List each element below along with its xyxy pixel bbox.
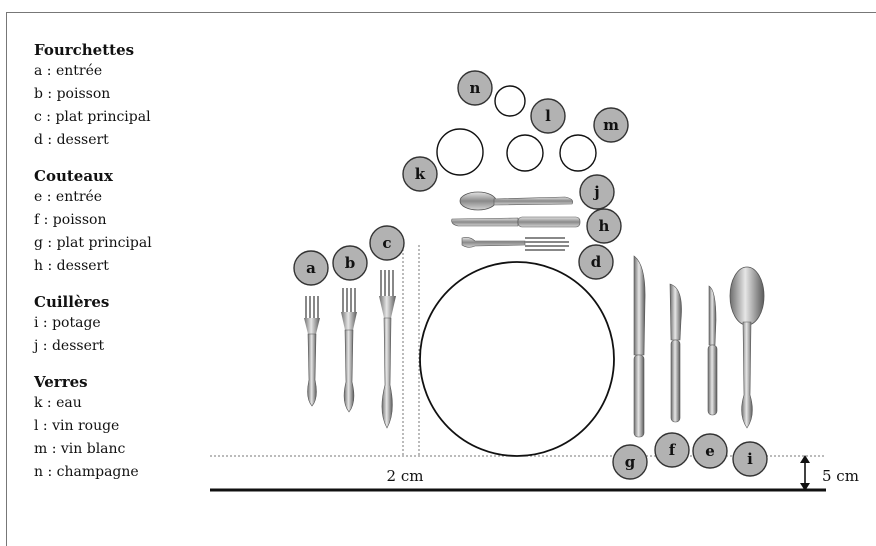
badge-l: l	[531, 99, 565, 133]
fork-icon	[304, 296, 320, 406]
svg-text:m: m	[603, 116, 619, 134]
svg-text:a: a	[306, 259, 316, 277]
measurement-edge-gap: 5 cm	[822, 467, 859, 485]
badge-g: g	[613, 445, 647, 479]
badge-d: d	[579, 245, 613, 279]
badge-h: h	[587, 209, 621, 243]
svg-text:d: d	[591, 253, 602, 271]
svg-text:c: c	[382, 234, 391, 252]
svg-text:l: l	[545, 107, 551, 125]
dessert-fork-icon	[462, 237, 569, 251]
red-wine-glass	[507, 135, 543, 171]
badge-a: a	[294, 251, 328, 285]
badge-m: m	[594, 108, 628, 142]
spoon-icon	[730, 267, 764, 428]
fork-icon	[341, 288, 357, 412]
plate	[420, 262, 614, 456]
water-glass	[437, 129, 483, 175]
badge-n: n	[458, 71, 492, 105]
double-arrow-icon	[800, 455, 810, 491]
champagne-glass	[495, 86, 525, 116]
dessert-spoon-icon	[460, 192, 573, 210]
badge-j: j	[580, 175, 614, 209]
badge-e: e	[693, 434, 727, 468]
svg-text:k: k	[415, 165, 426, 183]
svg-text:g: g	[625, 453, 636, 471]
svg-text:b: b	[345, 254, 356, 272]
badge-f: f	[655, 433, 689, 467]
badge-b: b	[333, 246, 367, 280]
dessert-knife-icon	[452, 217, 580, 227]
svg-text:i: i	[747, 450, 753, 468]
knife-icon	[708, 286, 717, 415]
badge-c: c	[370, 226, 404, 260]
svg-text:h: h	[599, 217, 610, 235]
knife-icon	[634, 256, 645, 437]
svg-text:e: e	[705, 442, 715, 460]
measurement-side-gap: 2 cm	[387, 467, 424, 485]
badge-i: i	[733, 442, 767, 476]
white-wine-glass	[560, 135, 596, 171]
badge-k: k	[403, 157, 437, 191]
fork-icon	[379, 270, 396, 428]
svg-text:j: j	[592, 183, 599, 201]
knife-icon	[670, 284, 682, 422]
svg-text:n: n	[470, 79, 481, 97]
